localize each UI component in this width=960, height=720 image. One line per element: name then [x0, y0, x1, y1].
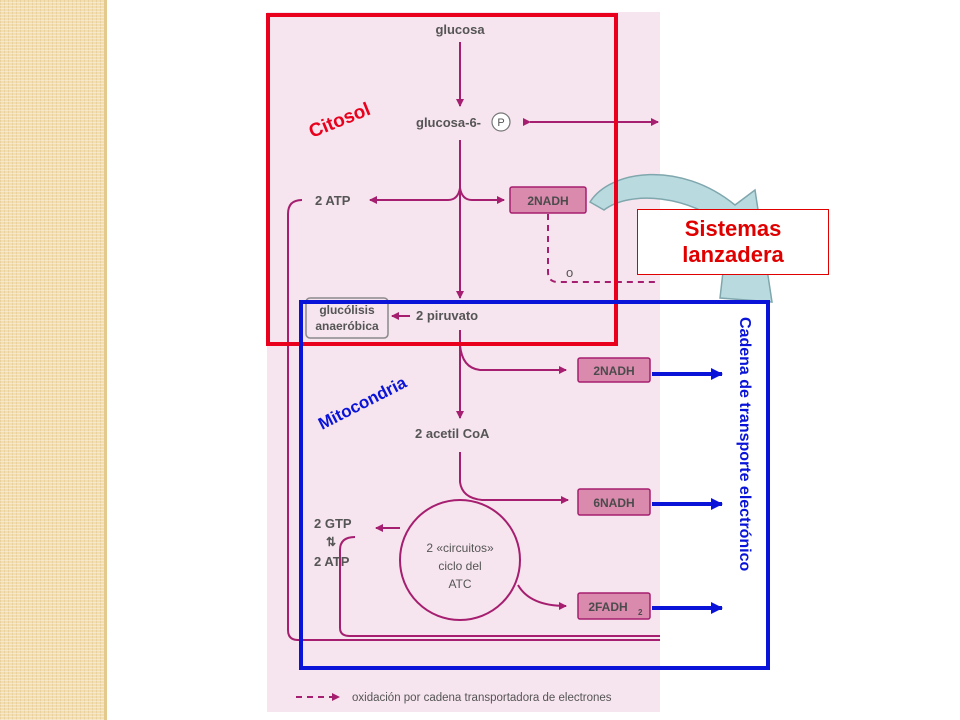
cyto-nadh-label: 2NADH [527, 194, 568, 208]
fadh2-box [577, 592, 651, 620]
anaerobic-label-line1: glucólisis [319, 303, 375, 317]
gtp-return-line [339, 536, 660, 637]
legend-dash-head [332, 693, 340, 701]
legend-label: oxidación por cadena transportadora de e… [352, 692, 612, 704]
phosphate-label: P [497, 117, 504, 129]
cytosol-frame [266, 13, 618, 346]
cycle-label-line1: 2 «circuitos» [426, 541, 494, 555]
dashed-oxidation-path [296, 214, 658, 698]
main-pathway [287, 42, 660, 641]
nadh6-label: 6NADH [593, 496, 634, 510]
fadh2-subscript: 2 [638, 608, 643, 617]
tca-cycle-circle [399, 499, 521, 621]
fadh2-label: 2FADH [588, 600, 627, 614]
atp-return-line [287, 199, 660, 641]
phosphate-icon: P [491, 112, 511, 132]
cytosol-label: Citosol [306, 99, 374, 143]
glucose-label: glucosa [435, 22, 485, 37]
mitochondria-label: Mitocondria [315, 373, 410, 434]
to-cyto-nadh-arrow [447, 187, 505, 204]
chain-label: Cadena de transporte electrónico [736, 317, 753, 572]
dashed-arrow [547, 214, 658, 283]
nadh6-box [577, 488, 651, 516]
mito-nadh-box [577, 357, 651, 383]
margin-edge [104, 0, 107, 720]
atp-bottom-label: 2 ATP [314, 554, 350, 569]
shuttle-systems-label: Sistemas lanzadera [682, 216, 784, 267]
anaerobic-label-line2: anaeróbica [315, 319, 379, 333]
textured-margin [0, 0, 106, 720]
mito-nadh-label: 2NADH [593, 364, 634, 378]
cycle-label-line3: ATC [448, 577, 471, 591]
cycle-to-fadh2-arrow [517, 584, 567, 610]
pyruvate-label: 2 piruvato [416, 308, 478, 323]
cycle-label-line2: ciclo del [438, 559, 481, 573]
anaerobic-box: glucólisis anaeróbica [305, 297, 389, 339]
or-label: o [566, 265, 573, 280]
pyruvate-to-2nadh-arrow [459, 344, 567, 374]
mitochondria-frame [299, 300, 770, 670]
cyto-nadh-box [509, 186, 587, 214]
g6p-label: glucosa-6- [416, 115, 481, 130]
acetyl-label: 2 acetil CoA [415, 426, 490, 441]
acetyl-to-6nadh-arrow [459, 452, 569, 504]
gtp-label: 2 GTP [314, 516, 352, 531]
equilibrium-icon: ⇅ [326, 535, 336, 549]
atp-top-label: 2 ATP [315, 193, 351, 208]
shuttle-systems-box: Sistemas lanzadera [637, 209, 829, 275]
